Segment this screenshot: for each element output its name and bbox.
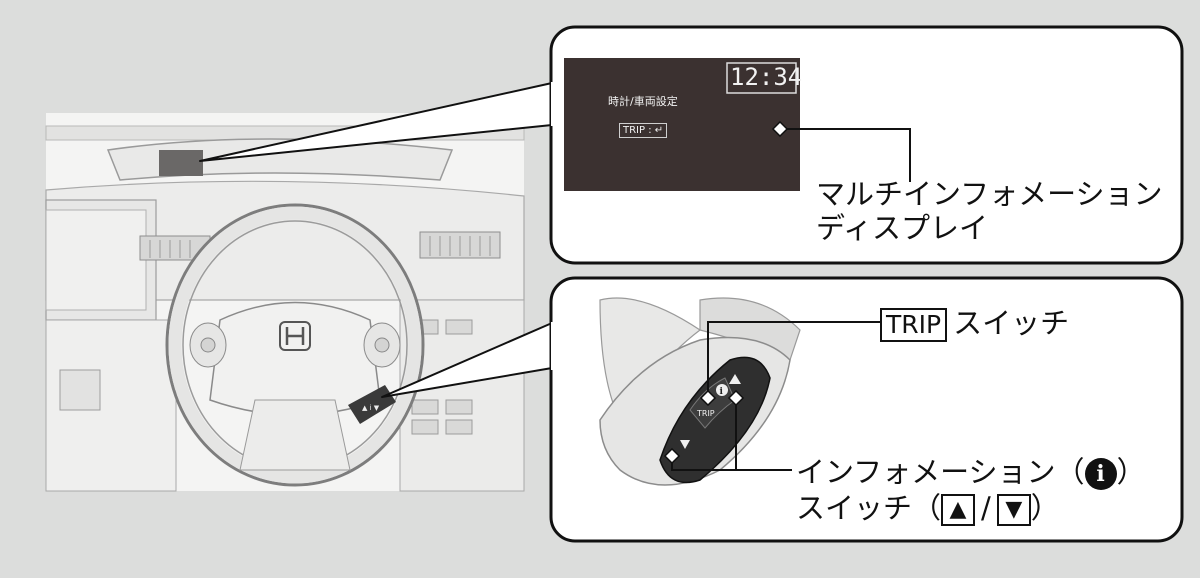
- info-circle-icon: i: [1084, 458, 1117, 490]
- info-switch-suffix: ）: [1116, 455, 1146, 489]
- up-triangle-icon: ▲: [941, 494, 976, 526]
- switch-prefix: スイッチ（: [796, 491, 942, 525]
- info-switch-label-line2: スイッチ（▲/▼）: [796, 490, 1060, 526]
- up-arrow-button-icon: [729, 374, 741, 384]
- svg-text:▲ i ▼: ▲ i ▼: [362, 404, 380, 412]
- switch-suffix: ）: [1030, 491, 1060, 525]
- steering-hub: [209, 301, 381, 416]
- display-callout-line2: ディスプレイ: [816, 211, 988, 245]
- trip-button-text: TRIP: [696, 409, 715, 418]
- display-callout-line1: マルチインフォメーション: [816, 177, 1163, 211]
- display-trip-hint: TRIP : ↵: [619, 123, 668, 138]
- trip-leader-line: [707, 321, 880, 398]
- info-button-icon: [716, 384, 728, 396]
- info-switch-location-marker: [348, 385, 396, 424]
- info-switch-label-line1: インフォメーション（i）: [796, 454, 1146, 490]
- display-location-marker: [159, 150, 203, 176]
- dashboard-illustration: ▲ i ▼: [45, 113, 525, 492]
- steering-switch-closeup: i TRIP: [599, 297, 801, 486]
- honda-logo-icon: [279, 321, 311, 351]
- svg-text:i: i: [720, 387, 724, 397]
- slash-separator: /: [981, 491, 991, 525]
- down-triangle-icon: ▼: [996, 494, 1031, 526]
- down-arrow-button-icon: [680, 440, 690, 449]
- info-switch-prefix: インフォメーション（: [796, 455, 1085, 489]
- trip-switch-label-boxed: TRIP: [880, 308, 948, 342]
- display-leader-line: [780, 128, 911, 182]
- clock-frame: [726, 62, 797, 94]
- multi-info-display-screen: [564, 58, 800, 191]
- steering-wheel: [165, 203, 425, 487]
- display-leader-marker: [771, 120, 789, 138]
- display-clock: 12:34: [730, 63, 803, 91]
- display-menu-title: 時計/車両設定: [608, 95, 678, 108]
- trip-switch-label-suffix: スイッチ: [953, 306, 1070, 340]
